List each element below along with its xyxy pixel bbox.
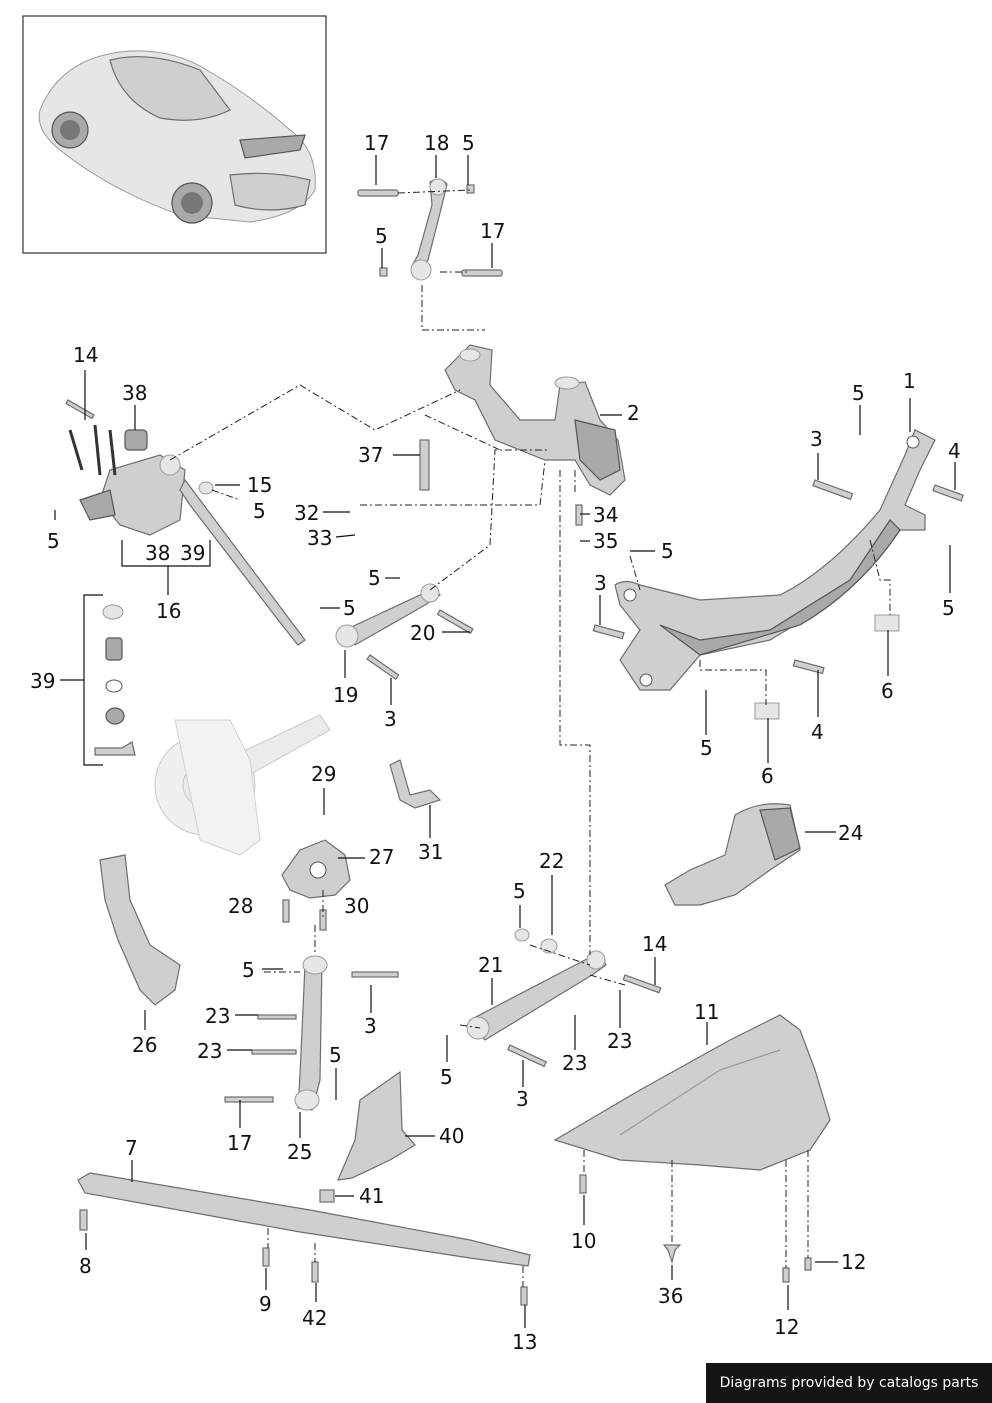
callout-3: 3 <box>516 1087 529 1111</box>
callout-21: 21 <box>478 953 503 977</box>
callout-5: 5 <box>661 539 674 563</box>
callout-5: 5 <box>852 381 865 405</box>
callout-5: 5 <box>440 1065 453 1089</box>
callout-3: 3 <box>364 1014 377 1038</box>
callout-39: 39 <box>180 541 205 565</box>
callout-6: 6 <box>761 764 774 788</box>
callout-5: 5 <box>47 529 60 553</box>
callout-18: 18 <box>424 131 449 155</box>
leader-lines <box>54 155 956 1328</box>
brake-air-duct <box>664 803 801 906</box>
assembly-lines <box>169 189 891 1287</box>
callout-5: 5 <box>253 499 266 523</box>
callout-2: 2 <box>627 401 640 425</box>
callout-23: 23 <box>607 1029 632 1053</box>
callout-12: 12 <box>774 1315 799 1339</box>
callout-labels: 17 18 5 5 17 14 38 15 5 5 38 39 16 39 2 … <box>30 131 961 1354</box>
protective-cover <box>319 1070 416 1203</box>
callout-38: 38 <box>145 541 170 565</box>
callout-5: 5 <box>242 958 255 982</box>
vehicle-thumbnail <box>22 15 327 254</box>
callout-1: 1 <box>903 369 916 393</box>
callout-3: 3 <box>594 571 607 595</box>
callout-17: 17 <box>227 1131 252 1155</box>
callout-38: 38 <box>122 381 147 405</box>
callout-22: 22 <box>539 849 564 873</box>
repair-kit-parts <box>94 604 136 756</box>
callout-5: 5 <box>462 131 475 155</box>
callout-3: 3 <box>810 427 823 451</box>
callout-14: 14 <box>73 343 98 367</box>
callout-14: 14 <box>642 932 667 956</box>
callout-31: 31 <box>418 840 443 864</box>
callout-23: 23 <box>205 1004 230 1028</box>
rear-axle-steering-actuator <box>65 399 306 646</box>
callout-5: 5 <box>329 1043 342 1067</box>
callout-5: 5 <box>343 596 356 620</box>
track-rod <box>335 583 474 681</box>
callout-35: 35 <box>593 529 618 553</box>
callout-41: 41 <box>359 1184 384 1208</box>
callout-17: 17 <box>364 131 389 155</box>
callout-42: 42 <box>302 1306 327 1330</box>
callout-25: 25 <box>287 1140 312 1164</box>
callout-8: 8 <box>79 1254 92 1278</box>
callout-5: 5 <box>375 224 388 248</box>
callout-36: 36 <box>658 1284 683 1308</box>
sensor-bracket <box>389 759 442 809</box>
wheel-hub-assembly <box>154 714 331 856</box>
callout-20: 20 <box>410 621 435 645</box>
callout-19: 19 <box>333 683 358 707</box>
trailing-link <box>224 955 399 1111</box>
fasteners <box>79 439 812 1306</box>
callout-24: 24 <box>838 821 863 845</box>
callout-29: 29 <box>311 762 336 786</box>
callout-7: 7 <box>125 1136 138 1160</box>
callout-34: 34 <box>593 503 618 527</box>
lower-control-arm <box>466 928 662 1068</box>
callout-4: 4 <box>811 720 824 744</box>
callout-23: 23 <box>562 1051 587 1075</box>
callout-16: 16 <box>156 599 181 623</box>
callout-26: 26 <box>132 1033 157 1057</box>
diagram-credit-banner: Diagrams provided by catalogs parts <box>706 1363 992 1403</box>
air-guide <box>99 854 181 1006</box>
reinforcement-bar <box>77 1172 531 1267</box>
callout-28: 28 <box>228 894 253 918</box>
underbody-cover <box>553 1014 831 1171</box>
callout-30: 30 <box>344 894 369 918</box>
callout-27: 27 <box>369 845 394 869</box>
callout-32: 32 <box>294 501 319 525</box>
callout-5: 5 <box>513 879 526 903</box>
callout-39: 39 <box>30 669 55 693</box>
callout-37: 37 <box>358 443 383 467</box>
subframe-bracket <box>444 344 626 496</box>
callout-33: 33 <box>307 526 332 550</box>
callout-11: 11 <box>694 1000 719 1024</box>
callout-4: 4 <box>948 439 961 463</box>
rear-crossmember <box>592 429 964 720</box>
callout-23: 23 <box>197 1039 222 1063</box>
callout-5: 5 <box>942 596 955 620</box>
callout-9: 9 <box>259 1292 272 1316</box>
callout-12: 12 <box>841 1250 866 1274</box>
callout-5: 5 <box>368 566 381 590</box>
support-bracket <box>281 839 351 931</box>
callout-6: 6 <box>881 679 894 703</box>
callout-10: 10 <box>571 1229 596 1253</box>
callout-15: 15 <box>247 473 272 497</box>
callout-40: 40 <box>439 1124 464 1148</box>
callout-13: 13 <box>512 1330 537 1354</box>
callout-17: 17 <box>480 219 505 243</box>
callout-3: 3 <box>384 707 397 731</box>
callout-5: 5 <box>700 736 713 760</box>
